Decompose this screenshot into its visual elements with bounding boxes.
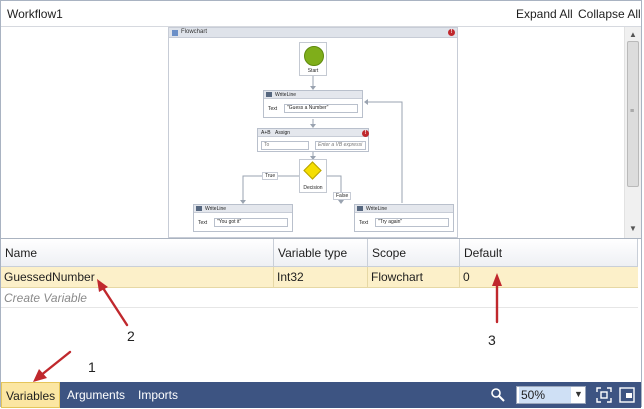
false-branch-label: False (333, 192, 352, 200)
tab-variables[interactable]: Variables (1, 382, 61, 408)
start-node-label: Start (307, 68, 319, 74)
writeline-activity-guess[interactable]: WriteLine Text "Guess a Number" (263, 90, 363, 118)
true-branch-label: True (262, 172, 279, 180)
assign-to-field[interactable]: To (261, 141, 309, 150)
writeline-header: WriteLine (264, 91, 362, 99)
start-node[interactable]: Start (299, 42, 327, 76)
writeline-title: WriteLine (275, 92, 297, 98)
overview-icon[interactable] (619, 387, 635, 403)
writeline-header: WriteLine (194, 205, 292, 213)
grip-icon: ≡ (630, 108, 635, 115)
tab-imports[interactable]: Imports (138, 388, 179, 402)
assign-header: A+B Assign (258, 129, 368, 137)
zoom-value: 50% (519, 387, 571, 403)
assign-error-icon: ! (362, 130, 369, 137)
table-row[interactable]: GuessedNumber Int32 Flowchart 0 (1, 267, 638, 288)
writeline-icon (266, 92, 272, 97)
tab-arguments[interactable]: Arguments (67, 388, 126, 402)
column-header-variable-type[interactable]: Variable type (274, 239, 368, 267)
annotation-number-3: 3 (488, 332, 496, 348)
scroll-down-arrow-icon[interactable]: ▼ (629, 224, 637, 233)
designer-header: Workflow1 Expand All Collapse All (1, 1, 641, 27)
fit-to-screen-icon[interactable] (596, 387, 612, 403)
assign-title: Assign (275, 130, 291, 136)
writeline-activity-true[interactable]: WriteLine Text "You got it" (193, 204, 293, 232)
scrollbar-thumb[interactable]: ≡ (627, 41, 639, 187)
writeline-text-label: Text (268, 106, 278, 112)
assign-activity[interactable]: A+B Assign ! To Enter a VB expressi (257, 128, 369, 152)
variable-scope-cell[interactable]: Flowchart (368, 267, 460, 288)
expand-all-link[interactable]: Expand All (516, 7, 573, 21)
writeline-text-field[interactable]: "You got it" (214, 218, 288, 227)
flowchart-header: Flowchart ! (169, 28, 457, 38)
assign-value-field[interactable]: Enter a VB expressi (315, 141, 366, 150)
designer-bottom-bar: Variables Arguments Imports 50% ▼ (1, 382, 641, 408)
variables-grid: Name Variable type Scope Default Guessed… (1, 238, 641, 382)
start-node-circle (304, 46, 324, 66)
flowchart-icon (172, 30, 178, 36)
writeline-title: WriteLine (205, 206, 227, 212)
designer-vertical-scrollbar[interactable]: ▲ ≡ ▼ (624, 27, 641, 238)
variable-name-cell[interactable]: GuessedNumber (1, 267, 274, 288)
error-icon: ! (448, 29, 455, 36)
writeline-text-label: Text (359, 220, 369, 226)
decision-label: Decision (303, 185, 323, 191)
annotation-number-2: 2 (127, 328, 135, 344)
flowchart-connectors (240, 76, 403, 204)
column-header-name[interactable]: Name (1, 239, 274, 267)
flowchart-activity[interactable]: Flowchart ! (168, 27, 458, 238)
column-header-scope[interactable]: Scope (368, 239, 460, 267)
scroll-up-arrow-icon[interactable]: ▲ (629, 30, 637, 39)
variable-type-cell[interactable]: Int32 (274, 267, 368, 288)
writeline-text-field[interactable]: "Guess a Number" (284, 104, 358, 113)
writeline-title: WriteLine (366, 206, 388, 212)
flowchart-label: Flowchart (181, 29, 208, 35)
magnifier-icon[interactable] (490, 387, 506, 403)
assign-icon: A+B (261, 130, 271, 136)
column-header-default[interactable]: Default (460, 239, 638, 267)
writeline-text-field[interactable]: "Try again" (375, 218, 449, 227)
zoom-dropdown[interactable]: 50% ▼ (516, 386, 586, 404)
create-variable-link[interactable]: Create Variable (4, 291, 87, 305)
workflow-title: Workflow1 (7, 7, 63, 21)
writeline-text-label: Text (198, 220, 208, 226)
variable-default-cell[interactable]: 0 (463, 270, 470, 284)
row-divider (1, 307, 638, 308)
writeline-header: WriteLine (355, 205, 453, 213)
designer-canvas[interactable]: Flowchart ! (1, 27, 624, 238)
collapse-all-link[interactable]: Collapse All (578, 7, 641, 21)
writeline-icon (357, 206, 363, 211)
writeline-icon (196, 206, 202, 211)
chevron-down-icon: ▼ (574, 389, 583, 399)
writeline-activity-false[interactable]: WriteLine Text "Try again" (354, 204, 454, 232)
annotation-number-1: 1 (88, 359, 96, 375)
